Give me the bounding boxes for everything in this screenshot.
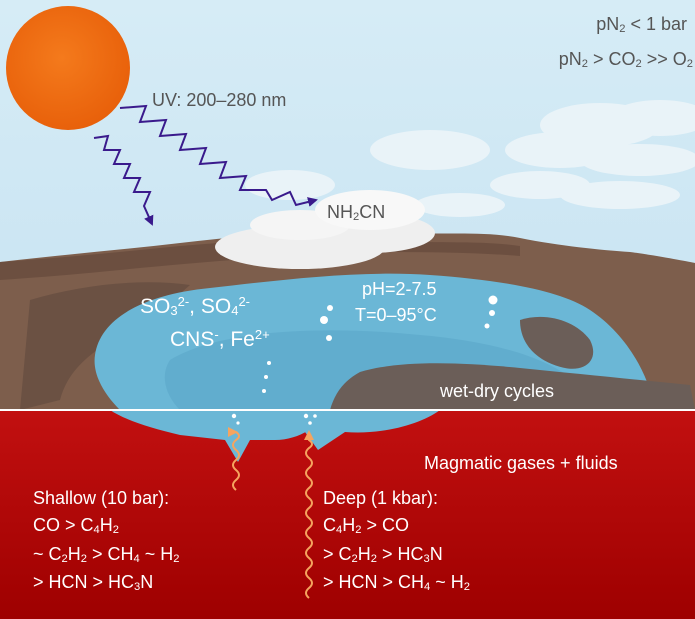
cloud-species-label: NH2CN bbox=[327, 202, 386, 223]
atmosphere-composition-label: pN2 > CO2 >> O2 bbox=[558, 49, 693, 70]
deep-title: Deep (1 kbar): bbox=[323, 488, 439, 508]
pool-temperature-label: T=0–95°C bbox=[355, 305, 437, 325]
magmatic-source-label: Magmatic gases + fluids bbox=[424, 453, 618, 473]
deep-line-3: > HCN > CH4 ~ H2 bbox=[323, 572, 470, 593]
shallow-line-2: ~ C2H2 > CH4 ~ H2 bbox=[33, 544, 180, 565]
uv-label: UV: 200–280 nm bbox=[152, 90, 287, 110]
atmosphere-pressure-label: pN2 < 1 bar bbox=[596, 14, 687, 35]
sun bbox=[6, 6, 130, 130]
pool-ph-label: pH=2-7.5 bbox=[362, 279, 437, 299]
uv-arrow-1 bbox=[93, 134, 154, 226]
deep-line-2: > C2H2 > HC3N bbox=[323, 544, 443, 565]
nh2cn-cloud bbox=[215, 190, 435, 269]
magma-stream-deep bbox=[304, 430, 314, 599]
magma-stream-shallow bbox=[232, 430, 246, 491]
bubbles bbox=[231, 295, 498, 425]
pool-ions-sulfur: SO32-, SO42- bbox=[140, 293, 251, 318]
wetdry-shelf bbox=[330, 363, 695, 410]
shallow-line-1: CO > C4H2 bbox=[33, 515, 119, 536]
pool-ions-thiocyanate-iron: CNS-, Fe2+ bbox=[170, 326, 270, 351]
shallow-title: Shallow (10 bar): bbox=[33, 488, 170, 508]
uv-arrow-2 bbox=[119, 104, 318, 207]
deep-line-1: C4H2 > CO bbox=[323, 515, 409, 536]
pool-bottom bbox=[110, 410, 330, 462]
shallow-line-3: > HCN > HC3N bbox=[33, 572, 154, 593]
magma-layer bbox=[0, 410, 695, 619]
pool-bottom-right bbox=[304, 410, 440, 450]
pool-island bbox=[520, 316, 594, 369]
wet-dry-cycles-label: wet-dry cycles bbox=[440, 381, 555, 401]
